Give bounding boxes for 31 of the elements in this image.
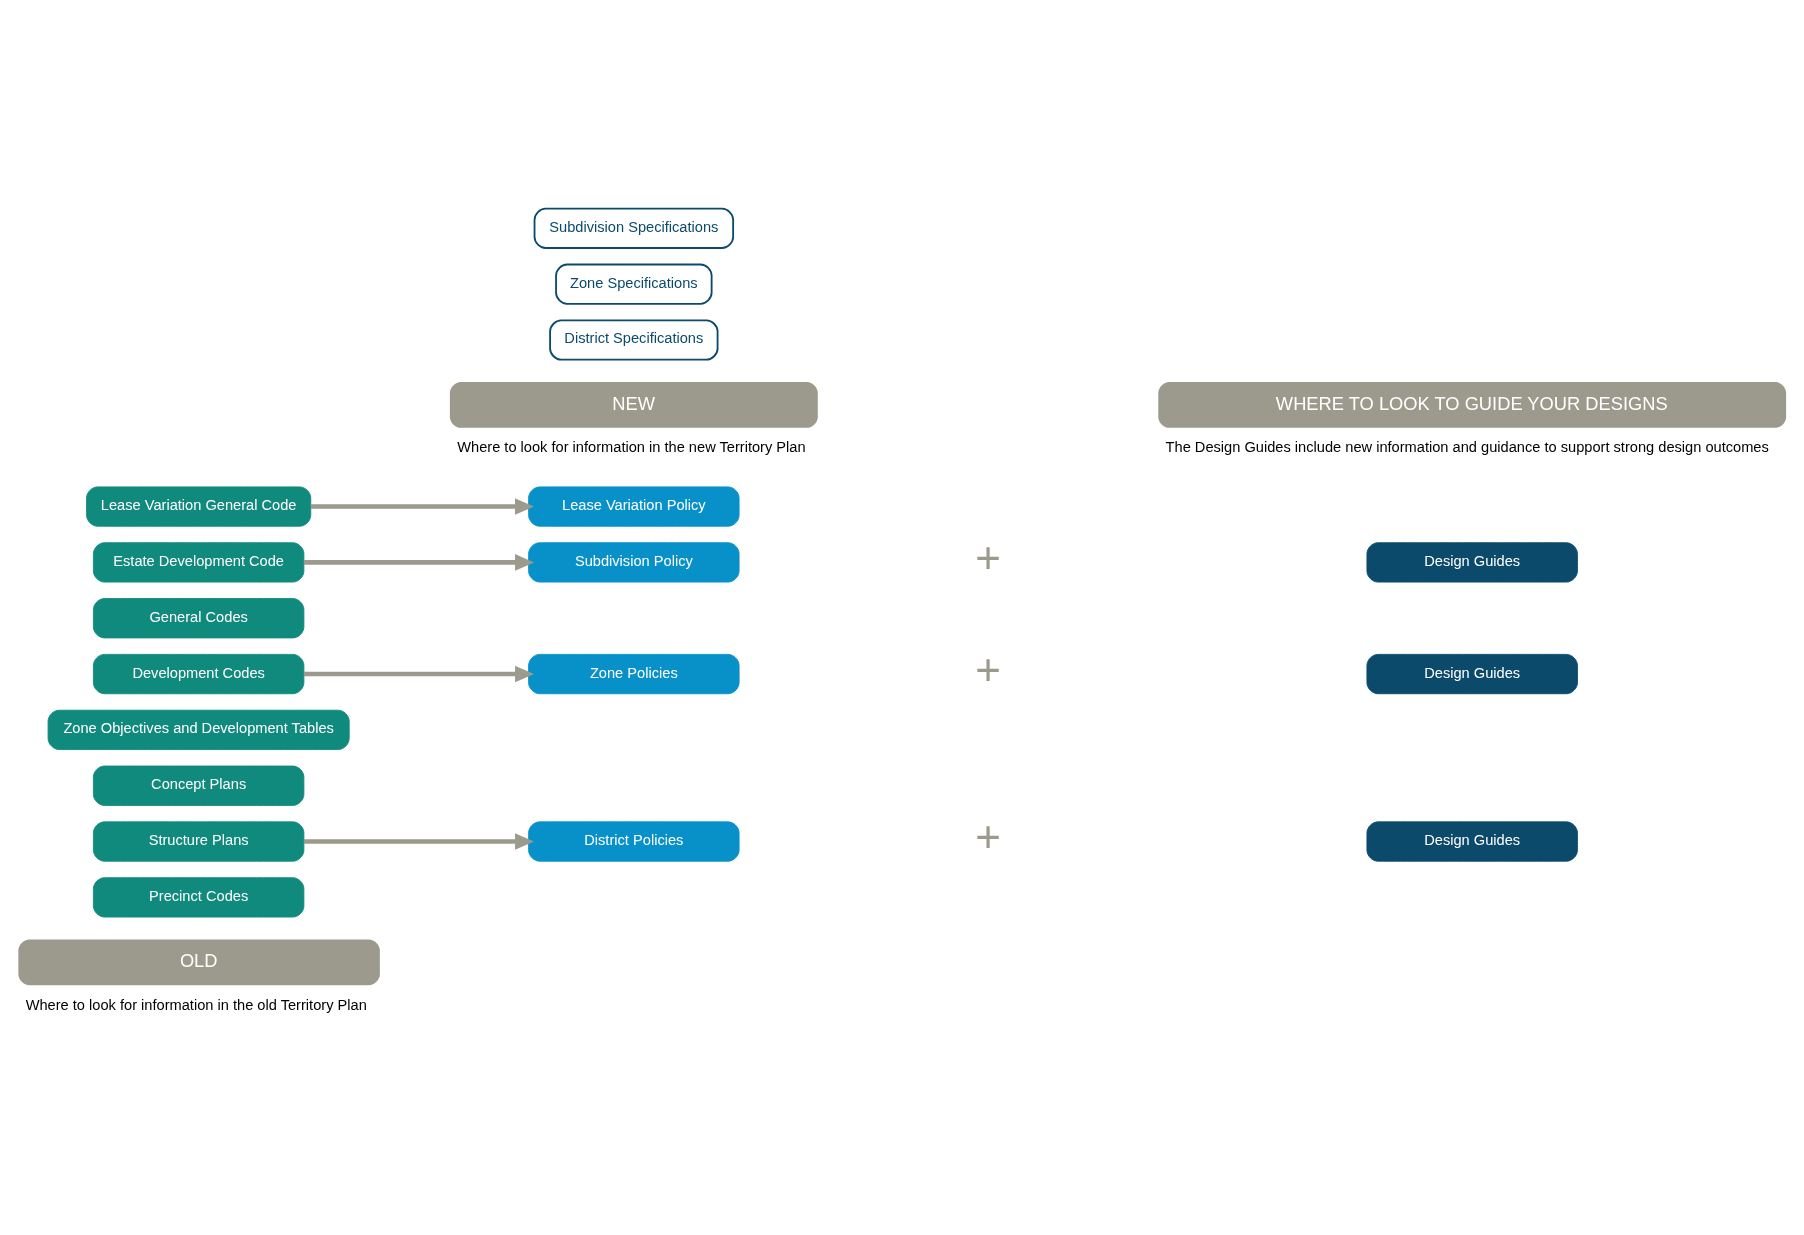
node-box: Lease Variation Policy	[528, 485, 740, 527]
node-box: Structure Plans	[92, 820, 305, 862]
node-box: Precinct Codes	[92, 876, 305, 917]
node-box: OLD	[18, 939, 380, 985]
arrow	[303, 665, 535, 682]
node-label: Where to look for information in the new Territory Plan	[457, 438, 806, 455]
label: +	[975, 811, 1001, 861]
node-box: Subdivision Policy	[528, 541, 740, 583]
node-box: General Codes	[92, 597, 305, 638]
node-box: Zone Objectives and Development Tables	[47, 709, 350, 750]
node-box: Design Guides	[1366, 653, 1578, 694]
node-box: NEW	[449, 381, 818, 428]
node-box: Lease Variation General Code	[86, 485, 312, 527]
arrow	[303, 553, 535, 571]
node-box: Zone Policies	[528, 653, 740, 694]
node-box: Design Guides	[1366, 541, 1578, 583]
label: +	[975, 644, 1001, 694]
node-box: Estate Development Code	[92, 541, 305, 583]
arrow	[310, 497, 534, 515]
node-box: WHERE TO LOOK TO GUIDE YOUR DESIGNS	[1158, 381, 1787, 428]
node-box: Concept Plans	[92, 765, 305, 806]
node-box: District Policies	[528, 820, 740, 862]
label: +	[975, 532, 1001, 582]
arrow	[303, 832, 535, 850]
node-box: District Specifications	[549, 318, 719, 361]
node-label: Where to look for information in the old Territory Plan	[25, 996, 367, 1013]
node-box: Development Codes	[92, 653, 305, 694]
node-box: Zone Specifications	[555, 263, 713, 305]
node-label: The Design Guides include new information and guidance to support strong design outcomes	[1165, 438, 1769, 455]
node-box: Design Guides	[1366, 820, 1578, 862]
node-box: Subdivision Specifications	[533, 207, 735, 249]
